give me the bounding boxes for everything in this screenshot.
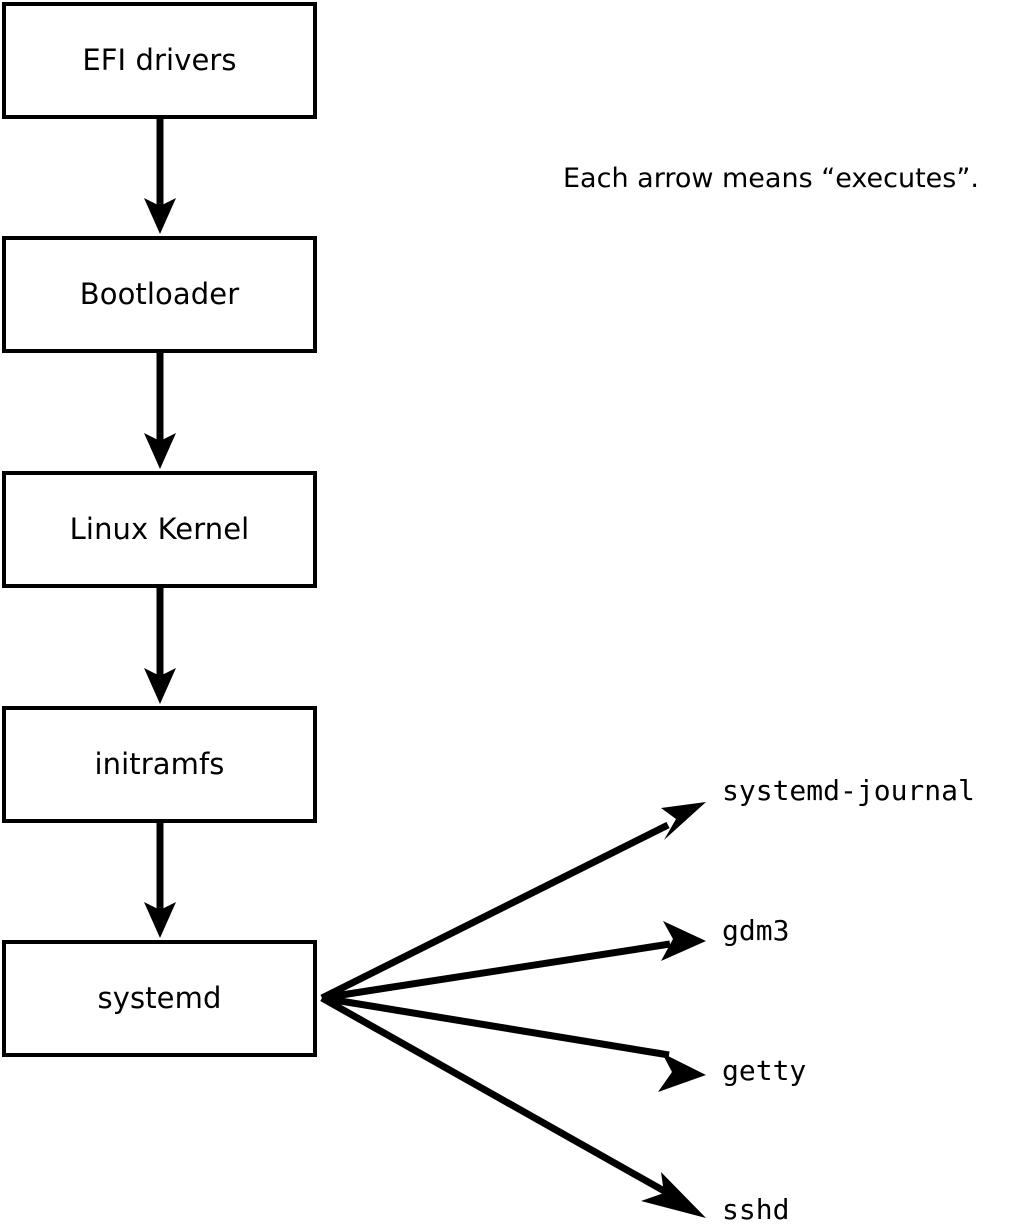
service-label-getty: getty (722, 1054, 807, 1087)
arrow-systemd-to-sshd (320, 994, 706, 1218)
service-label-systemd-journal: systemd-journal (722, 774, 975, 807)
arrow-systemd-to-gdm3 (321, 921, 706, 1002)
arrow-systemd-to-getty (321, 994, 706, 1092)
process-box-label: EFI drivers (82, 43, 237, 77)
diagram-caption: Each arrow means “executes”. (563, 163, 979, 194)
process-box-label: Bootloader (79, 277, 240, 311)
process-box-initramfs: initramfs (2, 706, 317, 823)
service-label-sshd: sshd (722, 1193, 790, 1226)
process-box-efi-drivers: EFI drivers (2, 2, 317, 119)
process-box-bootloader: Bootloader (2, 236, 317, 353)
arrow-systemd-to-systemd-journal (320, 802, 706, 1002)
process-box-systemd: systemd (2, 940, 317, 1057)
arrow-linux-kernel-to-initramfs (144, 588, 176, 704)
process-box-label: Linux Kernel (69, 512, 250, 546)
service-label-gdm3: gdm3 (722, 914, 790, 947)
process-box-linux-kernel: Linux Kernel (2, 471, 317, 588)
arrow-initramfs-to-systemd (144, 823, 176, 938)
process-box-label: initramfs (94, 747, 225, 781)
process-box-label: systemd (97, 981, 222, 1015)
arrow-efi-drivers-to-bootloader (144, 119, 176, 234)
arrow-bootloader-to-linux-kernel (144, 353, 176, 469)
